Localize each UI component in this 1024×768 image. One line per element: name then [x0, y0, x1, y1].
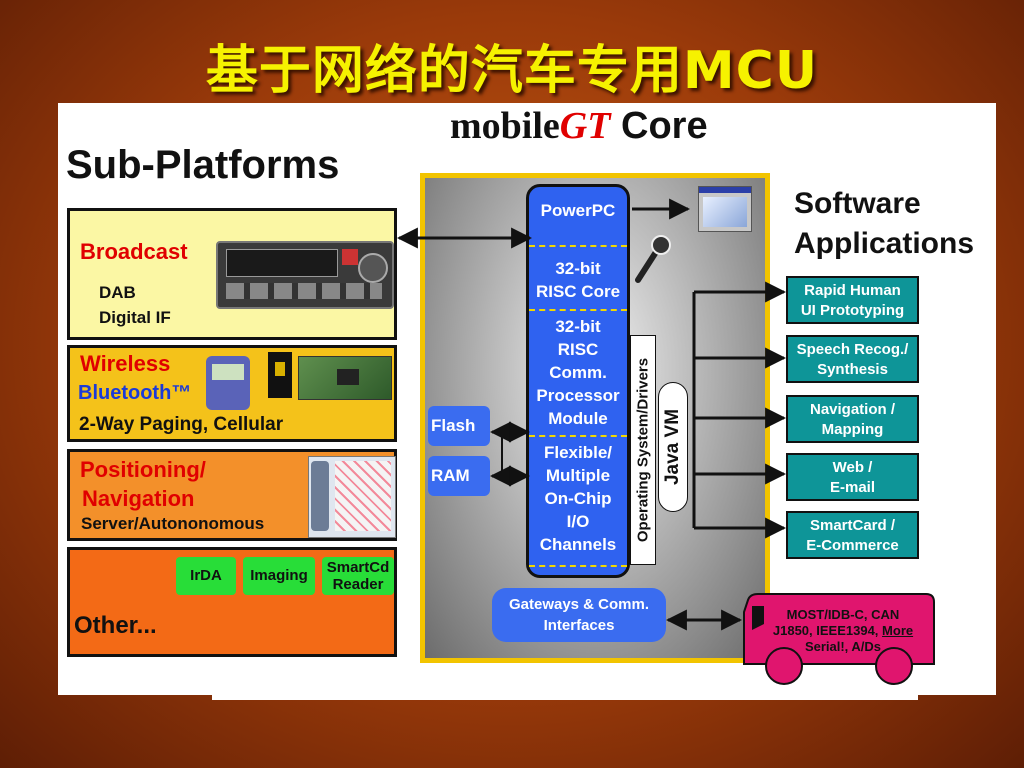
- other-box: IrDA Imaging SmartCd Reader Other...: [67, 547, 397, 657]
- broadcast-title: Broadcast: [80, 239, 188, 264]
- content-panel-extension: [212, 690, 918, 700]
- gateway-line1: Gateways & Comm.: [508, 596, 650, 613]
- flash-memory-box: Flash: [428, 406, 490, 446]
- more-link[interactable]: More: [882, 623, 914, 638]
- positioning-title-line2: Navigation: [82, 486, 195, 511]
- ram-memory-box: RAM: [428, 456, 490, 496]
- wireless-subtitle: 2-Way Paging, Cellular: [79, 414, 284, 435]
- sub-platforms-heading: Sub-Platforms: [66, 143, 340, 187]
- app-navigation-mapping: Navigation /Mapping: [786, 395, 919, 443]
- bluetooth-label: Bluetooth™: [78, 382, 192, 404]
- app-speech-recognition: Speech Recog./Synthesis: [786, 335, 919, 383]
- apps-bus-lines: [692, 281, 787, 539]
- software-applications-heading: Software Applications: [794, 184, 974, 264]
- powerpc-label: PowerPC: [540, 201, 616, 220]
- app-web-email: Web /E-mail: [786, 453, 919, 501]
- slide-title: 基于网络的汽车专用MCU: [205, 41, 819, 101]
- smartcd-reader-chip: SmartCd Reader: [322, 557, 394, 595]
- cpu-divider: [529, 435, 627, 437]
- operating-system-drivers-bar: Operating System/Drivers: [630, 335, 656, 565]
- other-title: Other...: [74, 612, 157, 639]
- cpu-divider: [529, 309, 627, 311]
- positioning-title-line1: Positioning/: [80, 457, 206, 482]
- core-title-prefix: mobile: [450, 105, 560, 147]
- core-title: mobileGT Core: [450, 104, 708, 148]
- pager-icon: [206, 356, 250, 410]
- software-heading-line1: Software: [794, 187, 921, 220]
- positioning-box: Positioning/ Navigation Server/Autononom…: [67, 449, 397, 541]
- cpu-divider: [529, 245, 627, 247]
- chip-board-icon: [298, 356, 392, 400]
- core-title-suffix: Core: [610, 105, 708, 147]
- phone-icon: [268, 352, 292, 398]
- irda-chip: IrDA: [176, 557, 236, 595]
- gateway-line2: Interfaces: [543, 617, 615, 634]
- java-vm-bar: Java VM: [658, 382, 688, 512]
- broadcast-box: Broadcast DAB Digital IF: [67, 208, 397, 340]
- positioning-subtitle: Server/Autononomous: [81, 514, 265, 533]
- microphone-icon: [635, 235, 671, 283]
- radio-device-icon: [216, 241, 394, 309]
- cpu-divider: [529, 565, 627, 567]
- software-heading-line2: Applications: [794, 227, 975, 260]
- bus-icon: [743, 593, 935, 685]
- vehicle-line1: MOST/IDB-C, CAN: [786, 607, 900, 622]
- vehicle-line3: Serial!, A/Ds: [804, 639, 882, 654]
- wireless-box: Wireless Bluetooth™ 2-Way Paging, Cellul…: [67, 345, 397, 442]
- vehicle-network-label: MOST/IDB-C, CAN J1850, IEEE1394, More Se…: [752, 607, 934, 655]
- app-smartcard-ecommerce: SmartCard /E-Commerce: [786, 511, 919, 559]
- wireless-title: Wireless: [80, 351, 171, 376]
- gps-navigator-icon: [308, 456, 396, 538]
- broadcast-item-digital-if: Digital IF: [99, 308, 171, 327]
- vehicle-line2: J1850, IEEE1394, More: [772, 623, 914, 638]
- broadcast-item-dab: DAB: [99, 283, 136, 302]
- browser-window-icon: [698, 186, 752, 232]
- gateways-interfaces-box: Gateways & Comm. Interfaces: [492, 588, 666, 642]
- imaging-chip: Imaging: [243, 557, 315, 595]
- core-title-accent: GT: [559, 105, 611, 147]
